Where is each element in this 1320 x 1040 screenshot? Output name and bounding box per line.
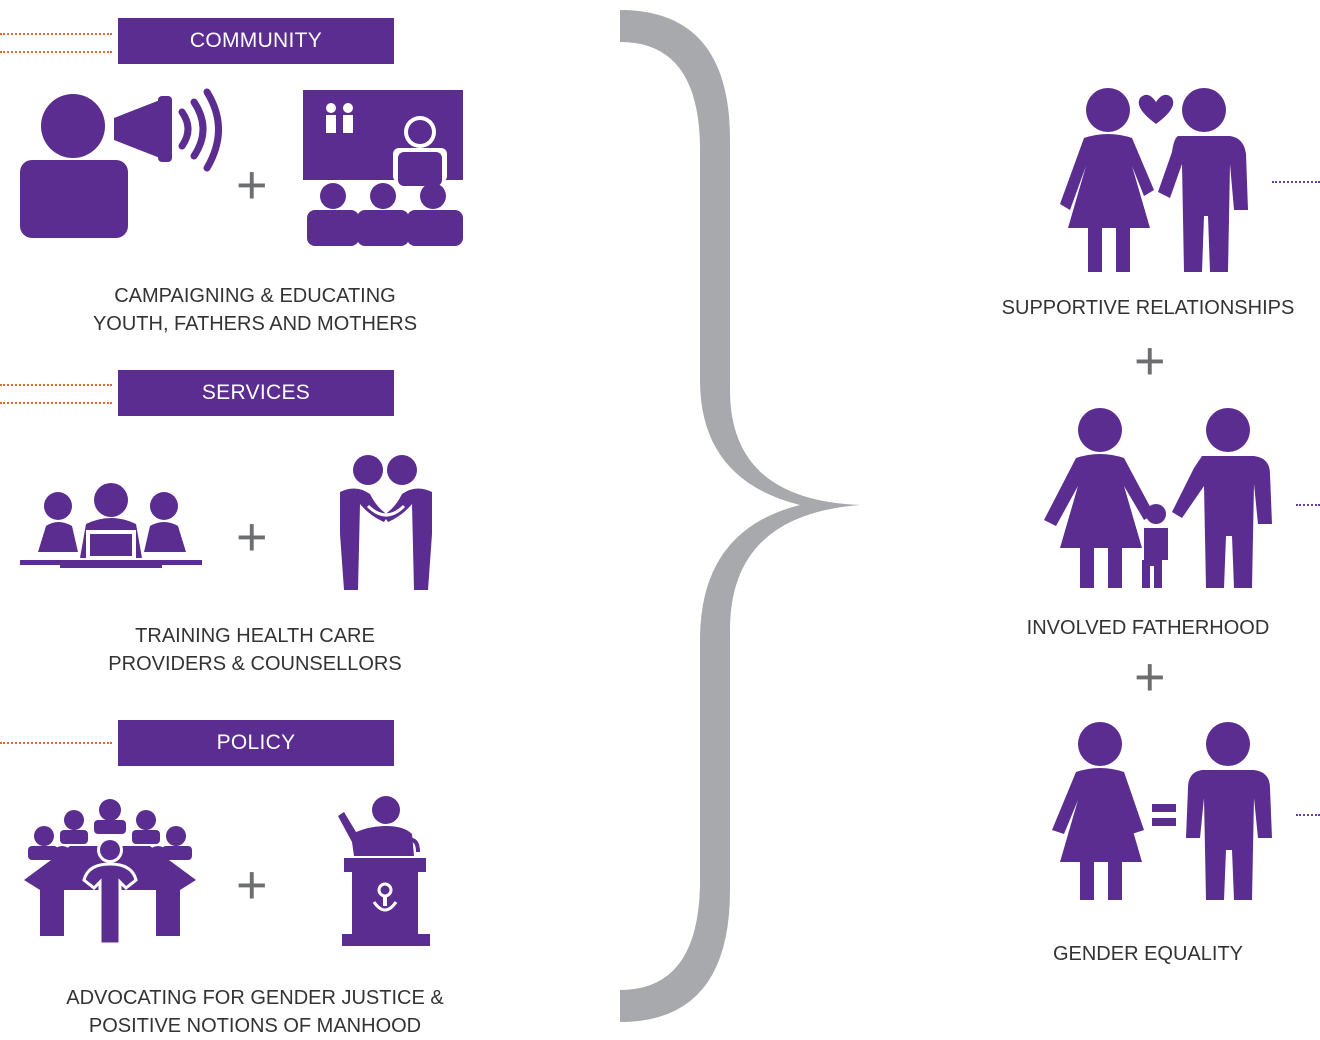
family-icon	[1044, 408, 1272, 588]
policy-banner: POLICY	[118, 720, 394, 766]
plus-sign: +	[236, 507, 268, 567]
connector-dots	[1296, 504, 1320, 506]
couple-heart-icon	[1060, 88, 1248, 272]
connector-dots	[0, 742, 112, 744]
plus-sign: +	[1134, 647, 1166, 707]
connector-dots	[0, 51, 112, 53]
outcome-label-fatherhood: INVOLVED FATHERHOOD	[1026, 617, 1270, 639]
community-banner: COMMUNITY	[118, 18, 394, 64]
connector-dots	[1272, 181, 1320, 183]
community-caption: CAMPAIGNING & EDUCATING YOUTH, FATHERS A…	[92, 285, 418, 335]
gender-equal-icon	[1052, 722, 1272, 900]
podium-speaker-icon	[338, 796, 430, 946]
connector-dots	[1296, 814, 1320, 816]
services-banner: SERVICES	[118, 370, 394, 416]
megaphone-person-icon	[20, 88, 222, 238]
connector-dots	[0, 33, 112, 35]
connector-dots	[0, 384, 112, 386]
services-caption: TRAINING HEALTH CARE PROVIDERS & COUNSEL…	[108, 625, 402, 675]
plus-sign: +	[236, 155, 268, 215]
classroom-icon	[303, 90, 463, 246]
training-desks-icon	[20, 483, 202, 568]
plus-sign: +	[236, 855, 268, 915]
curly-brace-icon	[620, 10, 860, 1022]
plus-sign: +	[1134, 331, 1166, 391]
handshake-icon	[340, 455, 432, 590]
outcome-label-supportive: SUPPORTIVE RELATIONSHIPS	[1001, 297, 1295, 319]
meeting-table-icon	[24, 799, 196, 946]
outcome-label-equality: GENDER EQUALITY	[1052, 943, 1244, 965]
connector-dots	[0, 402, 112, 404]
